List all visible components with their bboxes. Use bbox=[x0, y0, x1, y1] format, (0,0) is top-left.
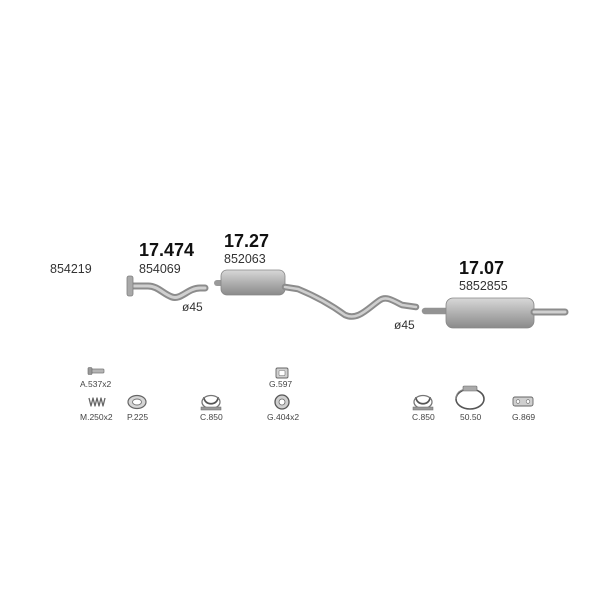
rubber-ring-icon bbox=[274, 394, 290, 410]
accessory-label-c850-left: C.850 bbox=[200, 412, 223, 422]
accessory-label-g404: G.404x2 bbox=[267, 412, 300, 422]
rear-silencer-oem: 5852855 bbox=[459, 279, 508, 293]
accessory-label-m250: M.250x2 bbox=[80, 412, 113, 422]
accessory-label-g869: G.869 bbox=[512, 412, 536, 422]
center-silencer-number: 17.27 bbox=[224, 231, 270, 251]
standalone-code: 854219 bbox=[50, 262, 92, 276]
u-clamp-icon bbox=[200, 394, 222, 411]
accessory-label-g597: G.597 bbox=[269, 379, 293, 389]
u-clamp-icon bbox=[412, 394, 434, 411]
accessory-label-5050: 50.50 bbox=[460, 412, 482, 422]
gasket-ring-icon bbox=[127, 394, 147, 410]
bracket-icon bbox=[512, 396, 534, 407]
bolt-icon bbox=[87, 367, 105, 375]
flange-icon bbox=[126, 275, 134, 297]
diameter-label-center: ø45 bbox=[394, 318, 415, 332]
accessory-label-p225: P.225 bbox=[127, 412, 149, 422]
center-silencer-graphic bbox=[214, 269, 420, 320]
band-clamp-icon bbox=[455, 385, 485, 410]
diameter-label-front: ø45 bbox=[182, 300, 203, 314]
center-silencer-oem: 852063 bbox=[224, 252, 266, 266]
rear-silencer-number: 17.07 bbox=[459, 258, 505, 278]
spring-icon bbox=[88, 397, 106, 407]
accessory-label-a537: A.537x2 bbox=[80, 379, 112, 389]
accessory-icons bbox=[87, 367, 534, 411]
front-pipe-number: 17.474 bbox=[139, 240, 195, 260]
front-pipe-oem: 854069 bbox=[139, 262, 181, 276]
front-pipe-graphic bbox=[126, 275, 209, 301]
accessory-label-c850-right: C.850 bbox=[412, 412, 435, 422]
hanger-block-icon bbox=[275, 367, 289, 379]
rear-silencer-graphic bbox=[421, 297, 569, 329]
